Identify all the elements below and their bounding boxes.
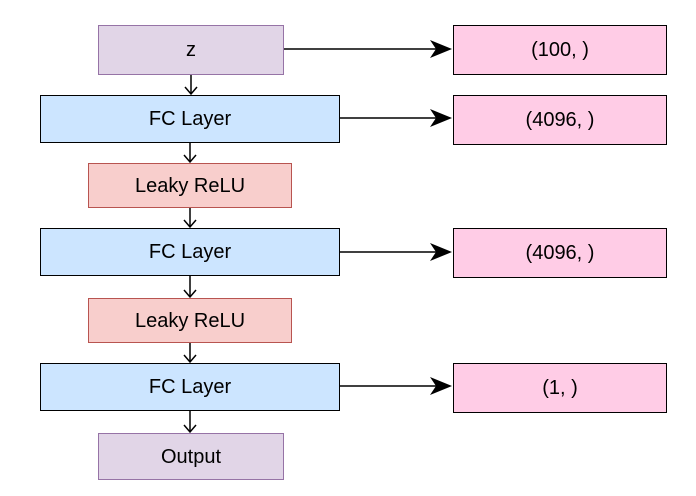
shape-arrow-fc1 — [340, 109, 452, 127]
flow-arrow-fc2-to-relu2 — [183, 276, 197, 299]
leaky-relu-1-node: Leaky ReLU — [88, 163, 292, 208]
shape-arrow-fc3 — [340, 377, 452, 395]
leaky-relu-2-label: Leaky ReLU — [134, 309, 246, 332]
shape-box-fc1: (4096, ) — [453, 95, 667, 145]
fc-layer-3-node: FC Layer — [40, 363, 340, 411]
shape-label-input: (100, ) — [531, 39, 589, 61]
fc-layer-3-label: FC Layer — [148, 376, 232, 398]
flow-arrow-z-to-fc1 — [184, 75, 198, 96]
fc-layer-2-label: FC Layer — [148, 241, 232, 263]
leaky-relu-2-node: Leaky ReLU — [88, 298, 292, 343]
fc-layer-1-label: FC Layer — [148, 108, 232, 130]
flow-arrow-relu2-to-fc3 — [183, 343, 197, 364]
input-node: z — [98, 25, 284, 75]
shape-label-fc1: (4096, ) — [525, 109, 595, 131]
shape-arrow-fc2 — [340, 243, 452, 261]
flow-arrow-fc3-to-output — [183, 411, 197, 434]
shape-box-input: (100, ) — [453, 25, 667, 75]
fc-layer-2-node: FC Layer — [40, 228, 340, 276]
shape-label-fc2: (4096, ) — [525, 242, 595, 264]
shape-label-fc3: (1, ) — [542, 377, 578, 399]
shape-box-fc2: (4096, ) — [453, 228, 667, 278]
fc-layer-1-node: FC Layer — [40, 95, 340, 143]
output-label: Output — [160, 445, 222, 468]
input-label: z — [186, 39, 196, 61]
output-node: Output — [98, 433, 284, 480]
flow-arrow-fc1-to-relu1 — [183, 143, 197, 164]
flow-arrow-relu1-to-fc2 — [183, 208, 197, 229]
shape-box-fc3: (1, ) — [453, 363, 667, 413]
leaky-relu-1-label: Leaky ReLU — [134, 174, 246, 197]
shape-arrow-z — [284, 40, 452, 58]
